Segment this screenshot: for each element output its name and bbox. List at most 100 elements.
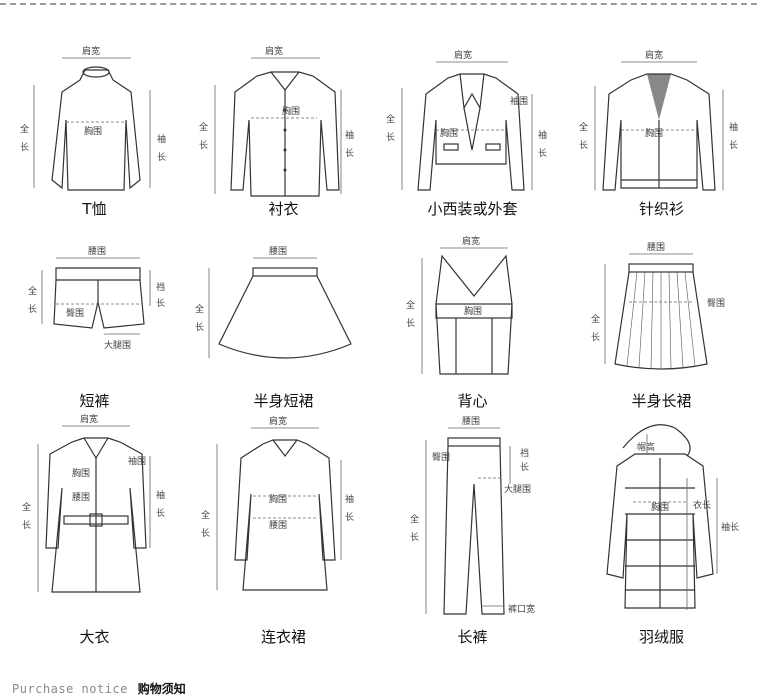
label-shoulder: 肩宽 (265, 45, 283, 57)
label-sleeve-b: 长 (345, 147, 354, 159)
label-sleeve-b: 长 (156, 507, 165, 519)
garment-trousers: 腰围 全 长 臀围 裆 长 大腿围 裤口宽 长裤 (378, 414, 567, 650)
label-length-b: 长 (406, 317, 415, 329)
garment-name: 长裤 (457, 628, 488, 646)
label-waist: 腰围 (462, 416, 480, 427)
trousers-diagram: 腰围 全 长 臀围 裆 长 大腿围 裤口宽 (410, 416, 535, 615)
label-thigh: 大腿围 (104, 339, 131, 351)
label-length-a: 全 (28, 285, 37, 297)
label-sleeve-a: 袖 (729, 121, 738, 133)
label-shoulder: 肩宽 (462, 235, 480, 247)
label-length-b: 长 (22, 519, 31, 531)
label-chest: 胸围 (84, 125, 102, 137)
label-length-b: 长 (201, 527, 210, 539)
purchase-notice-zh: 购物须知 (137, 682, 186, 696)
vest-diagram: 肩宽 全 长 胸围 (406, 235, 513, 375)
label-front-rise-a: 裆 (156, 281, 165, 293)
label-length-a: 全 (406, 299, 415, 311)
garment-name: 背心 (457, 392, 488, 410)
garment-name: 衬衣 (268, 200, 299, 218)
label-sleeve-b: 长 (538, 147, 547, 159)
label-shoulder: 肩宽 (80, 414, 98, 425)
label-waist: 腰围 (72, 492, 90, 503)
purchase-notice-en: Purchase notice (12, 682, 128, 696)
down-jacket-diagram: 帽高 胸围 衣长 袖长 (606, 424, 739, 610)
blazer-diagram: 肩宽 全 长 胸围 袖围 袖 长 (386, 49, 547, 191)
coat-diagram: 肩宽 全 长 胸围 腰围 袖围 袖 长 (22, 414, 165, 593)
top-dashed-divider (0, 3, 757, 5)
long-skirt-diagram: 腰围 全 长 臀围 (591, 242, 725, 370)
label-length-a: 全 (386, 113, 395, 125)
label-length-a: 全 (579, 121, 588, 133)
size-guide-grid: 肩宽 全 长 胸围 袖 长 T恤 肩宽 (0, 10, 757, 650)
garment-name: 羽绒服 (638, 628, 684, 646)
shorts-diagram: 腰围 全 长 臀围 裆 长 大腿围 (28, 246, 165, 351)
label-thigh: 大腿围 (504, 483, 531, 495)
garment-name: 大衣 (79, 628, 110, 646)
label-chest: 胸围 (464, 305, 482, 317)
label-coat-length: 衣长 (693, 499, 711, 511)
label-sleeve-a: 袖 (538, 129, 547, 141)
label-sleeve-b: 长 (157, 151, 166, 163)
label-chest: 胸围 (651, 501, 669, 513)
label-chest: 胸围 (72, 467, 90, 479)
label-length-b: 长 (199, 139, 208, 151)
garment-cardigan: 肩宽 全 长 胸围 袖 长 针织衫 (567, 10, 756, 220)
label-length-a: 全 (201, 509, 210, 521)
label-shoulder: 肩宽 (454, 49, 472, 61)
label-length-b: 长 (386, 131, 395, 143)
tshirt-diagram: 肩宽 全 长 胸围 袖 长 (20, 45, 166, 191)
shirt-diagram: 肩宽 全 长 胸围 袖 长 (199, 45, 354, 197)
label-front-rise-a: 裆 (520, 447, 529, 459)
label-sleeve-a: 袖 (345, 493, 354, 505)
label-sleeve-circ: 袖围 (128, 455, 146, 467)
label-chest: 胸围 (645, 127, 663, 139)
label-length-b: 长 (410, 531, 419, 543)
label-length-a: 全 (591, 313, 600, 325)
garment-name: 小西装或外套 (427, 200, 518, 218)
label-waist: 腰围 (269, 520, 287, 531)
garment-name: T恤 (82, 200, 107, 218)
label-length-a: 全 (22, 501, 31, 513)
purchase-notice-heading: Purchase notice 购物须知 (12, 682, 186, 696)
label-hip: 臀围 (707, 298, 725, 309)
label-length-b: 长 (28, 303, 37, 315)
garment-coat: 肩宽 全 长 胸围 腰围 袖围 袖 长 大衣 (0, 414, 189, 650)
garment-shirt: 肩宽 全 长 胸围 袖 长 衬衣 (189, 10, 378, 220)
label-waist: 腰围 (647, 242, 665, 253)
label-sleeve-circ: 袖围 (510, 95, 528, 107)
label-shoulder: 肩宽 (82, 45, 100, 57)
label-shoulder: 肩宽 (645, 49, 663, 61)
label-sleeve-a: 袖 (157, 133, 166, 145)
garment-dress: 肩宽 全 长 胸围 腰围 袖 长 连衣裙 (189, 414, 378, 650)
label-chest: 胸围 (269, 493, 287, 505)
short-skirt-diagram: 腰围 全 长 (195, 246, 352, 359)
label-length-a: 全 (20, 123, 29, 135)
garment-name: 半身短裙 (253, 392, 314, 410)
label-cap: 帽高 (637, 441, 655, 453)
garment-name: 连衣裙 (260, 628, 306, 646)
label-front-rise-b: 长 (156, 297, 165, 309)
garment-short-skirt: 腰围 全 长 半身短裙 (189, 224, 378, 414)
garment-blazer: 肩宽 全 长 胸围 袖围 袖 长 小西装或外套 (378, 10, 567, 220)
label-waist: 腰围 (269, 246, 287, 257)
dress-diagram: 肩宽 全 长 胸围 腰围 袖 长 (201, 415, 354, 591)
label-length-b: 长 (579, 139, 588, 151)
label-front-rise-b: 长 (520, 461, 529, 473)
garment-shorts: 腰围 全 长 臀围 裆 长 大腿围 短裤 (0, 224, 189, 414)
label-sleeve-b: 长 (345, 511, 354, 523)
garment-tshirt: 肩宽 全 长 胸围 袖 长 T恤 (0, 10, 189, 220)
label-sleeve-length: 袖长 (721, 521, 739, 533)
cardigan-diagram: 肩宽 全 长 胸围 袖 长 (579, 49, 738, 191)
label-chest: 胸围 (440, 127, 458, 139)
label-chest: 胸围 (282, 105, 300, 117)
garment-vest: 肩宽 全 长 胸围 背心 (378, 224, 567, 414)
label-hip: 臀围 (66, 308, 84, 319)
label-sleeve-a: 袖 (156, 489, 165, 501)
garment-name: 针织衫 (638, 200, 684, 218)
label-length-a: 全 (199, 121, 208, 133)
garment-long-skirt: 腰围 全 长 臀围 半身长裙 (567, 224, 756, 414)
label-sleeve-b: 长 (729, 139, 738, 151)
label-hem: 裤口宽 (508, 603, 535, 615)
label-hip: 臀围 (432, 452, 450, 463)
